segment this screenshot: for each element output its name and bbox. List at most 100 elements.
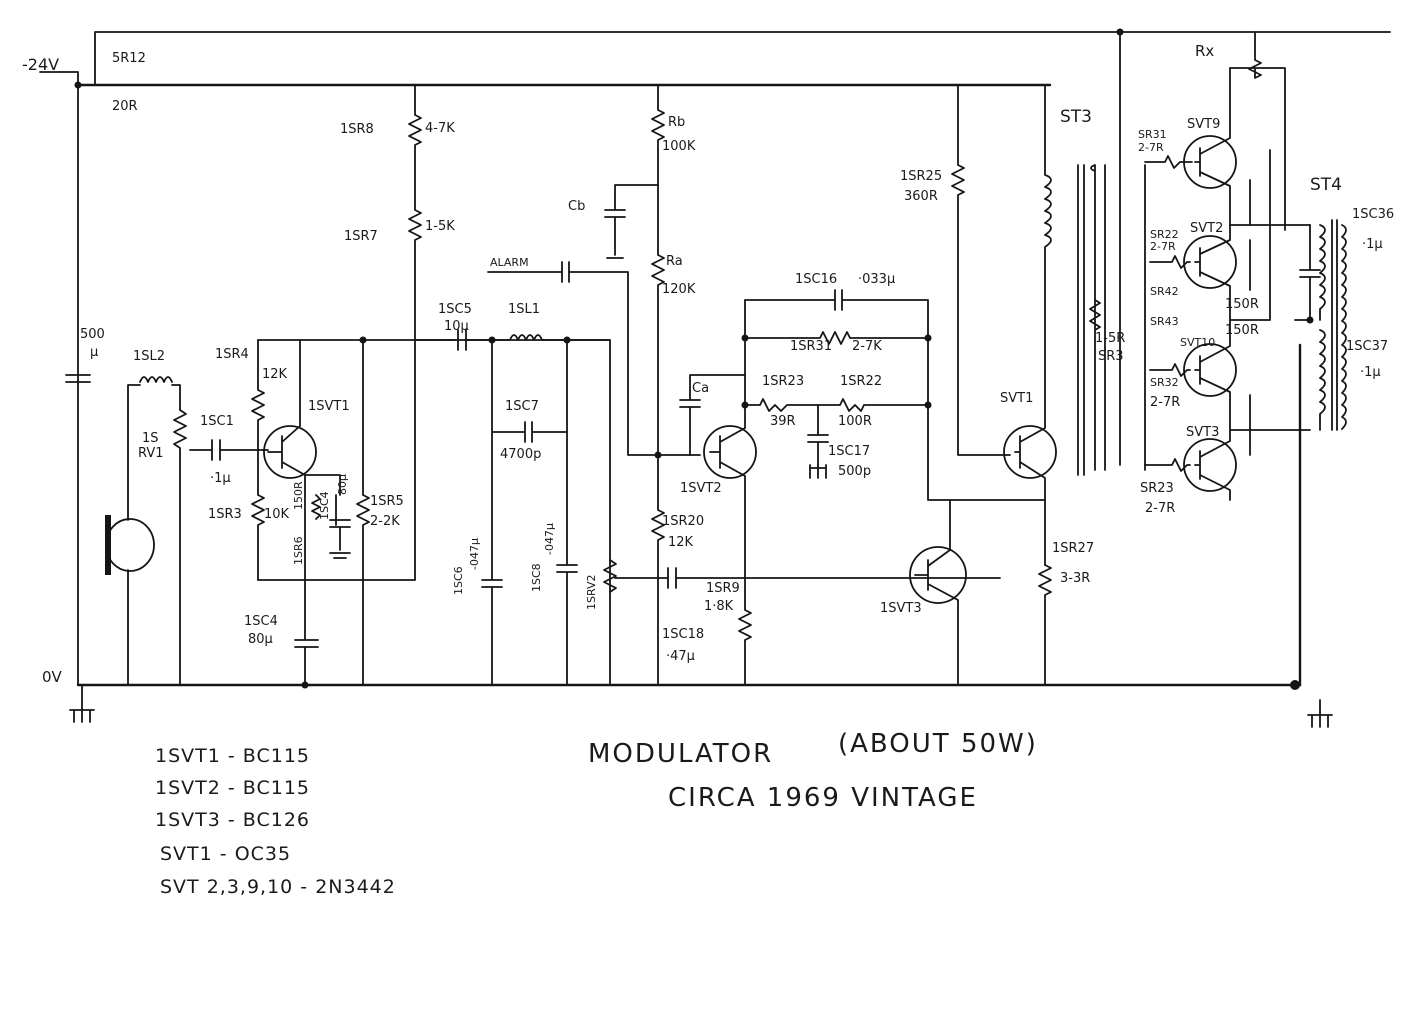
rb-value: 100K [662,139,696,154]
rx-label: Rx [1195,42,1214,60]
sr23-value: 2-7R [1145,501,1175,516]
wiring [39,28,1391,728]
title-block: MODULATOR (ABOUT 50W) CIRCA 1969 VINTAGE [588,729,1038,813]
isr4-label: 1SR4 [215,347,249,362]
svt2-label: SVT2 [1190,221,1223,236]
isr6-value: 150R [292,481,305,510]
rb-label: Rb [668,115,685,130]
isc1-value: ·1µ [210,471,231,486]
isc8-value: -047µ [543,523,556,555]
sr31-value: 2-7R [1138,141,1164,154]
svt9-label: SVT9 [1187,117,1220,132]
isr9-label: 1SR9 [706,581,740,596]
st4-label: ST4 [1310,175,1342,195]
isr23-value: 39R [770,414,796,429]
isc18-label: 1SC18 [662,627,704,642]
isr7-label: 1SR7 [344,229,378,244]
c500-unit: µ [90,345,98,360]
isc17-value: 500p [838,464,871,479]
isc4-value: 80µ [248,632,273,647]
svt3-label: SVT3 [1186,425,1219,440]
isc17-label: 1SC17 [828,444,870,459]
isl1-label: 1SL1 [508,302,540,317]
ra-value: 120K [662,282,696,297]
sr22-value: 2-7R [1150,240,1176,253]
isr25-label: 1SR25 [900,169,942,184]
sr32-label: SR32 [1150,376,1179,389]
isc18-value: ·47µ [666,649,695,664]
isc16-label: 1SC16 [795,272,837,287]
isr31-label: 1SR31 [790,339,832,354]
rv1-label-b: RV1 [138,446,164,461]
sr3-value: 1-5R [1095,331,1125,346]
isr22-label: 1SR22 [840,374,882,389]
c500-label: 500 [80,327,105,342]
sr3-label: SR3 [1098,349,1124,364]
isr5-value: 2-2K [370,514,400,529]
isvt2-label: 1SVT2 [680,481,722,496]
svt1-label: SVT1 [1000,391,1033,406]
isr8-value: 4-7K [425,121,455,136]
isl2-label: 1SL2 [133,349,165,364]
cb-label: Cb [568,199,585,214]
isc7-value: 4700p [500,447,541,462]
sr31-label: SR31 [1138,128,1167,141]
isc5-label: 1SC5 [438,302,472,317]
sr32-value: 2-7R [1150,395,1180,410]
parts-list-item: 1SVT3 - BC126 [155,809,310,831]
isr27-label: 1SR27 [1052,541,1094,556]
isr6-label: 1SR6 [292,536,305,565]
svt10-label: SVT10 [1180,336,1215,349]
isrv2-label: 1SRV2 [585,574,598,610]
isr4-value: 12K [262,367,288,382]
isc4a-value: 80µ [336,474,349,495]
ca-label: Ca [692,381,709,396]
isr8-label: 1SR8 [340,122,374,137]
isc6-value: -047µ [468,538,481,570]
isc36-label: 1SC36 [1352,207,1394,222]
supply-voltage-label: -24V [22,55,59,74]
ground-label: 0V [42,668,63,686]
isc1-label: 1SC1 [200,414,234,429]
isr7-value: 1-5K [425,219,455,234]
parts-list-item: 1SVT2 - BC115 [155,777,310,799]
diagram-title-note: (ABOUT 50W) [838,729,1038,759]
isr5-label: 1SR5 [370,494,404,509]
isr22-value: 100R [838,414,872,429]
isr31-value: 2-7K [852,339,882,354]
diagram-title: MODULATOR [588,739,773,769]
isc8-label: 1SC8 [530,563,543,592]
parts-list-item: 1SVT1 - BC115 [155,745,310,767]
rv1-label: 1S [142,431,159,446]
isc4a-label: 1SC4 [318,491,331,520]
r150a-label: 150R [1225,297,1259,312]
isr3-label: 1SR3 [208,507,242,522]
alarm-label: ALARM [490,256,529,269]
isvt1-label: 1SVT1 [308,399,350,414]
sr42-label: SR42 [1150,285,1179,298]
sr12-value: 20R [112,99,138,114]
st3-label: ST3 [1060,107,1092,127]
isr20-label: 1SR20 [662,514,704,529]
isr3-value: 10K [264,507,290,522]
isvt3-label: 1SVT3 [880,601,922,616]
isc37-value: ·1µ [1360,365,1381,380]
parts-list-item: SVT1 - OC35 [160,843,291,865]
component-labels: -24V 0V 5R12 20R 500 µ 1SL2 1S RV1 1SC1 … [22,42,1394,686]
isc36-value: ·1µ [1362,237,1383,252]
isr23-label: 1SR23 [762,374,804,389]
sr23-label: SR23 [1140,481,1174,496]
isc37-label: 1SC37 [1346,339,1388,354]
isr25-value: 360R [904,189,938,204]
isc7-label: 1SC7 [505,399,539,414]
sr12-label: 5R12 [112,51,146,66]
r150b-label: 150R [1225,323,1259,338]
ra-label: Ra [666,254,683,269]
sr22-label: SR22 [1150,228,1179,241]
isr20-value: 12K [668,535,694,550]
isc6-label: 1SC6 [452,566,465,595]
diagram-subtitle: CIRCA 1969 VINTAGE [668,783,978,813]
isc4-label: 1SC4 [244,614,278,629]
isr27-value: 3-3R [1060,571,1090,586]
